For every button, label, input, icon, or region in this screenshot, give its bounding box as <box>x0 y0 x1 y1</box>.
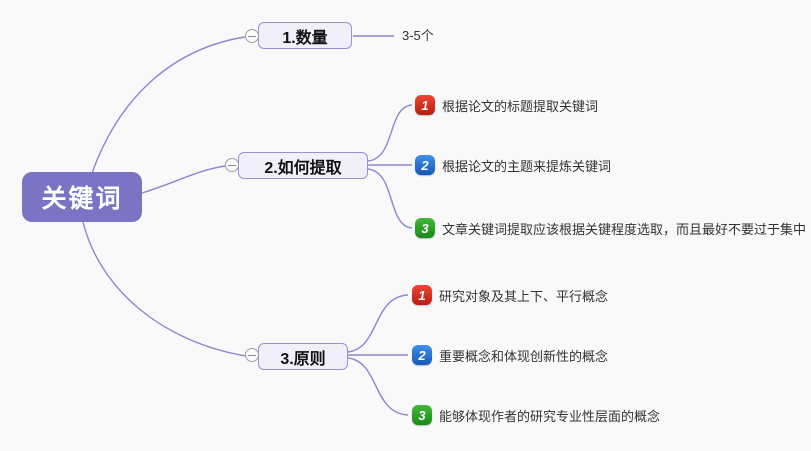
edge-principle-to-child1 <box>347 294 409 353</box>
edge-principle-to-child3 <box>347 357 409 416</box>
leaf-topic[interactable]: 能够体现作者的研究专业性层面的概念 <box>439 408 661 424</box>
leaf-topic[interactable]: 重要概念和体现创新性的概念 <box>439 348 609 364</box>
edge-root-to-quantity <box>91 36 246 174</box>
leaf-row: 2 根据论文的主题来提炼关键词 <box>415 154 611 176</box>
priority-2-icon: 2 <box>415 155 435 175</box>
minus-circle-icon <box>248 35 256 37</box>
minus-circle-icon <box>228 164 236 166</box>
leaf-topic[interactable]: 根据论文的主题来提炼关键词 <box>442 158 612 174</box>
priority-2-icon: 2 <box>412 345 432 365</box>
edge-root-to-extract <box>141 165 227 194</box>
priority-1-icon: 1 <box>415 95 435 115</box>
root-topic[interactable]: 关键词 <box>22 172 142 222</box>
leaf-topic[interactable]: 文章关键词提取应该根据关键程度选取，而且最好不要过于集中 <box>442 221 807 237</box>
leaf-topic[interactable]: 研究对象及其上下、平行概念 <box>439 288 609 304</box>
minus-circle-icon <box>248 354 256 356</box>
leaf-row: 1 根据论文的标题提取关键词 <box>415 94 598 116</box>
leaf-row: 3 文章关键词提取应该根据关键程度选取，而且最好不要过于集中 <box>415 217 806 239</box>
priority-1-icon: 1 <box>412 285 432 305</box>
branch-topic-quantity[interactable]: 1.数量 <box>258 22 352 49</box>
leaf-topic-count[interactable]: 3-5个 <box>402 28 434 43</box>
branch-topic-principle[interactable]: 3.原则 <box>258 343 348 370</box>
leaf-row: 3 能够体现作者的研究专业性层面的概念 <box>412 404 660 426</box>
collapse-toggle-extract[interactable] <box>225 158 239 172</box>
edge-extract-to-child1 <box>367 104 413 162</box>
leaf-topic[interactable]: 根据论文的标题提取关键词 <box>442 98 599 114</box>
edge-extract-to-child3 <box>367 168 413 229</box>
collapse-toggle-principle[interactable] <box>245 348 259 362</box>
edge-root-to-principle <box>82 221 247 357</box>
branch-topic-extract[interactable]: 2.如何提取 <box>238 152 368 179</box>
leaf-row: 1 研究对象及其上下、平行概念 <box>412 284 608 306</box>
priority-3-icon: 3 <box>412 405 432 425</box>
collapse-toggle-quantity[interactable] <box>245 29 259 43</box>
leaf-row: 2 重要概念和体现创新性的概念 <box>412 344 608 366</box>
priority-3-icon: 3 <box>415 218 435 238</box>
